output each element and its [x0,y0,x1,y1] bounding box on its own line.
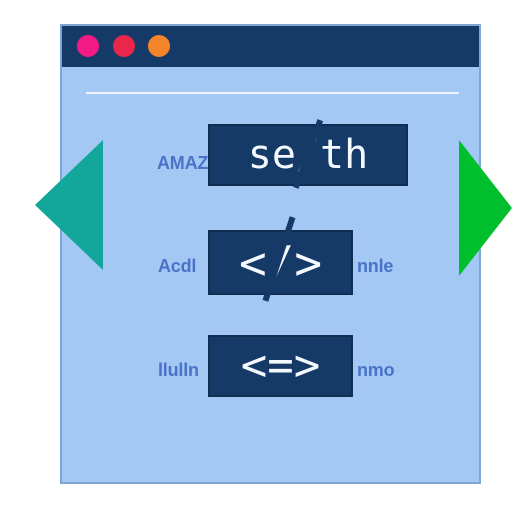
red-dot-icon[interactable] [113,35,135,57]
label-left-1: AMAZ [157,153,209,173]
pink-dot-icon[interactable] [77,35,99,57]
label-right-3: nmo [357,360,395,380]
code-block-3-text: <=> [240,340,321,391]
right-triangle-icon[interactable] [459,140,512,276]
app-window [60,24,481,484]
horizontal-divider [86,92,459,94]
label-right-2: nnle [357,256,394,276]
label-left-2: Acdl [158,256,197,276]
orange-dot-icon[interactable] [148,35,170,57]
label-left-3: llulln [158,360,199,380]
window-titlebar [62,26,479,67]
code-block-3: <=> [208,335,353,397]
left-triangle-icon[interactable] [35,140,103,270]
